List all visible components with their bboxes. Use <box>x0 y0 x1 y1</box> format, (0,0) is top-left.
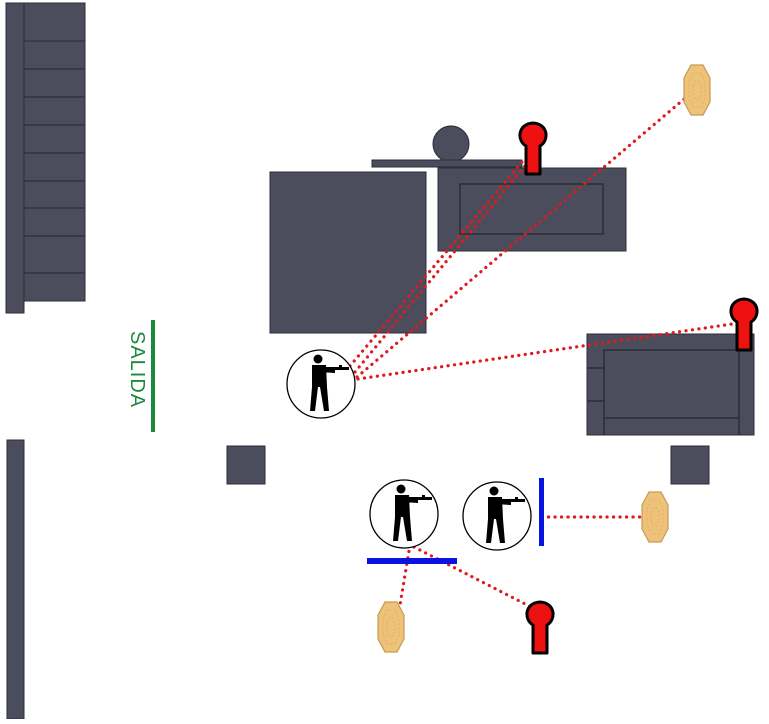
left-wall-bottom <box>6 439 25 720</box>
desk-with-chair <box>371 125 627 252</box>
barrier-horizontal <box>367 558 457 564</box>
shooter-position-3 <box>462 481 532 551</box>
exit-label: SALIDA <box>126 331 148 409</box>
paper-target-icon <box>641 491 669 543</box>
cover-block <box>269 171 427 334</box>
paper-target-3 <box>377 601 405 653</box>
barrier-vertical <box>539 478 544 546</box>
sofa <box>586 333 755 436</box>
no-shoot-target-3 <box>525 600 555 655</box>
paper-target-icon <box>377 601 405 653</box>
left-wall-top <box>5 2 86 314</box>
no-shoot-target-icon <box>525 600 555 655</box>
column-left <box>226 445 266 485</box>
shooter-position-2 <box>369 479 439 549</box>
lines-of-fire <box>348 92 741 619</box>
shooter-position-1 <box>286 349 356 419</box>
paper-target-2 <box>641 491 669 543</box>
exit-label-box: SALIDA <box>110 331 170 411</box>
paper-target-1 <box>683 64 711 116</box>
paper-target-icon <box>683 64 711 116</box>
exit-line <box>151 320 155 432</box>
column-right <box>670 445 710 485</box>
